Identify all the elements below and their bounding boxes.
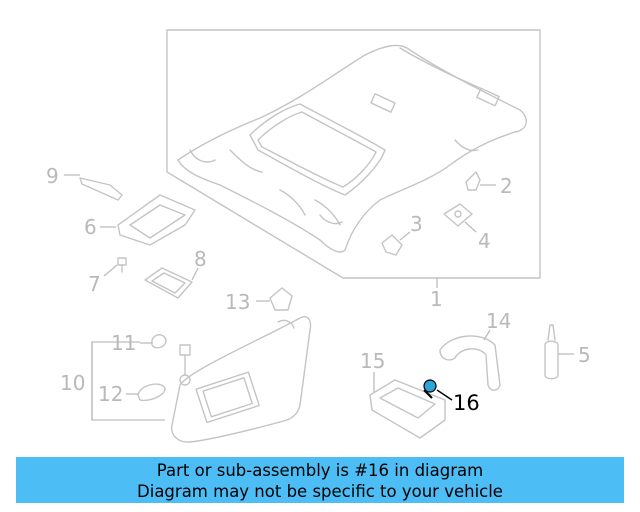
callout-7: 7 <box>88 272 101 296</box>
sun-visor-part-10 <box>91 316 312 443</box>
holder-part-12 <box>126 344 191 402</box>
callout-3: 3 <box>410 212 423 236</box>
callout-5: 5 <box>578 343 591 367</box>
callout-12: 12 <box>98 382 123 406</box>
callout-9: 9 <box>46 164 59 188</box>
holder-part-15 <box>369 372 446 439</box>
screw-head-icon <box>423 379 437 393</box>
clip-part-2 <box>465 171 496 191</box>
parts-diagram: 1 2 3 4 5 6 7 8 9 10 11 12 13 14 15 16 <box>46 29 591 443</box>
callout-16-highlighted: 16 <box>453 391 480 415</box>
callout-13: 13 <box>225 290 250 314</box>
bracket-part-4 <box>443 203 477 233</box>
callout-14: 14 <box>486 309 511 333</box>
clip-part-3 <box>381 231 411 256</box>
lamp-part-8 <box>144 267 199 299</box>
screw-part-16 <box>423 379 453 401</box>
callout-11: 11 <box>111 331 136 355</box>
assist-grip-part-14 <box>439 329 501 391</box>
callout-10: 10 <box>60 371 85 395</box>
clip-part-11 <box>140 334 167 349</box>
callout-15: 15 <box>360 349 385 373</box>
bracket-part-13 <box>256 287 293 311</box>
banner-line-disclaimer: Diagram may not be specific to your vehi… <box>137 482 503 501</box>
headliner-assembly <box>166 29 541 288</box>
callout-2: 2 <box>500 174 513 198</box>
adhesive-bottle-part-5 <box>544 324 574 380</box>
callout-8: 8 <box>194 247 207 271</box>
screw-part-7 <box>103 257 127 277</box>
banner-line-part-number: Part or sub-assembly is #16 in diagram <box>156 461 484 480</box>
callout-4: 4 <box>478 229 491 253</box>
callout-6: 6 <box>84 215 97 239</box>
console-part-6 <box>100 194 196 246</box>
strip-part-9 <box>64 174 123 201</box>
info-banner: Part or sub-assembly is #16 in diagram D… <box>16 457 624 503</box>
callout-1: 1 <box>430 287 443 311</box>
